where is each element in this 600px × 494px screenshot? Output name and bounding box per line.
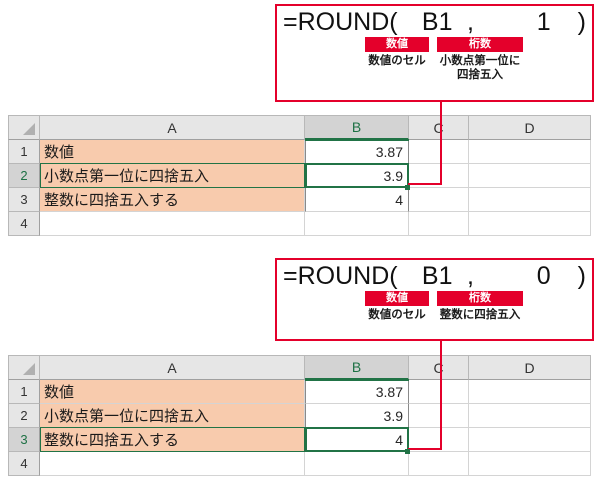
- column-header-d[interactable]: D: [469, 115, 591, 140]
- cell-d3[interactable]: [469, 428, 591, 452]
- row-header-3[interactable]: 3: [8, 428, 40, 452]
- formula-comma: ,: [467, 8, 474, 36]
- cell-d1[interactable]: [469, 380, 591, 404]
- cell-a2[interactable]: 小数点第一位に四捨五入: [40, 164, 305, 188]
- table-row: 1 数値 3.87: [8, 380, 592, 404]
- cell-c2[interactable]: [409, 404, 469, 428]
- row-header-1[interactable]: 1: [8, 380, 40, 404]
- arg-tag-value: 数値: [365, 291, 429, 307]
- table-row: 2 小数点第一位に四捨五入 3.9: [8, 164, 592, 188]
- formula-close-paren: ): [577, 8, 586, 36]
- leader-line-1-vertical: [440, 102, 442, 185]
- arg-tag-digits: 桁数: [437, 37, 523, 53]
- column-header-a[interactable]: A: [40, 115, 305, 140]
- cell-d4[interactable]: [469, 452, 591, 476]
- column-header-d[interactable]: D: [469, 355, 591, 380]
- column-header-b[interactable]: B: [305, 115, 409, 140]
- formula-function-name: =ROUND(: [283, 8, 398, 36]
- leader-line-2-vertical: [440, 341, 442, 450]
- cell-b2[interactable]: 3.9: [305, 404, 409, 428]
- column-header-a[interactable]: A: [40, 355, 305, 380]
- cell-d2[interactable]: [469, 404, 591, 428]
- formula-function-name: =ROUND(: [283, 262, 398, 290]
- arg-desc-digits: 整数に四捨五入: [439, 309, 521, 322]
- cell-b3[interactable]: 4: [305, 428, 409, 452]
- cell-c3[interactable]: [409, 188, 469, 212]
- cell-c1[interactable]: [409, 380, 469, 404]
- formula-expression-2: =ROUND( B1 , 0 ): [277, 260, 592, 290]
- corner-triangle-icon: [23, 123, 35, 135]
- column-header-row: A B C D: [8, 355, 592, 380]
- arg-tag-value: 数値: [365, 37, 429, 53]
- cell-d3[interactable]: [469, 188, 591, 212]
- formula-callout-1: =ROUND( B1 , 1 ) 数値 桁数 数値のセル 小数点第一位に 四捨五…: [275, 4, 594, 102]
- leader-line-2-horizontal: [408, 448, 442, 450]
- formula-comma: ,: [467, 262, 474, 290]
- formula-arg-tags-2: 数値 桁数: [277, 291, 592, 307]
- table-row: 2 小数点第一位に四捨五入 3.9: [8, 404, 592, 428]
- row-header-3[interactable]: 3: [8, 188, 40, 212]
- column-header-row: A B C D: [8, 115, 592, 140]
- formula-expression-1: =ROUND( B1 , 1 ): [277, 6, 592, 36]
- cell-c1[interactable]: [409, 140, 469, 164]
- cell-a2[interactable]: 小数点第一位に四捨五入: [40, 404, 305, 428]
- column-header-c[interactable]: C: [409, 115, 469, 140]
- formula-callout-2: =ROUND( B1 , 0 ) 数値 桁数 数値のセル 整数に四捨五入: [275, 258, 594, 341]
- formula-arg-value: B1: [421, 8, 453, 36]
- corner-triangle-icon: [23, 363, 35, 375]
- column-b-top-rule-1: [305, 139, 409, 141]
- row-header-4[interactable]: 4: [8, 452, 40, 476]
- formula-arg-tags-1: 数値 桁数: [277, 37, 592, 53]
- column-header-c[interactable]: C: [409, 355, 469, 380]
- cell-a3[interactable]: 整数に四捨五入する: [40, 188, 305, 212]
- cell-c4[interactable]: [409, 452, 469, 476]
- cell-b1[interactable]: 3.87: [305, 140, 409, 164]
- cell-a1[interactable]: 数値: [40, 140, 305, 164]
- row-header-4[interactable]: 4: [8, 212, 40, 236]
- row-header-2[interactable]: 2: [8, 404, 40, 428]
- formula-arg-descriptions-1: 数値のセル 小数点第一位に 四捨五入: [277, 54, 592, 82]
- cell-b3[interactable]: 4: [305, 188, 409, 212]
- selection-fill-handle-1[interactable]: [405, 185, 410, 190]
- table-row: 1 数値 3.87: [8, 140, 592, 164]
- formula-arg-descriptions-2: 数値のセル 整数に四捨五入: [277, 308, 592, 322]
- table-row: 3 整数に四捨五入する 4: [8, 188, 592, 212]
- cell-b1[interactable]: 3.87: [305, 380, 409, 404]
- arg-desc-value: 数値のセル: [368, 55, 426, 68]
- cell-b4[interactable]: [305, 452, 409, 476]
- cell-a3[interactable]: 整数に四捨五入する: [40, 428, 305, 452]
- cell-d1[interactable]: [469, 140, 591, 164]
- table-row: 4: [8, 212, 592, 236]
- formula-arg-digits: 1: [536, 8, 551, 36]
- cell-d4[interactable]: [469, 212, 591, 236]
- arg-tag-digits: 桁数: [437, 291, 523, 307]
- spreadsheet-2[interactable]: A B C D 1 数値 3.87 2 小数点第一位に四捨五入 3.9 3 整数…: [8, 355, 592, 476]
- cell-b2[interactable]: 3.9: [305, 164, 409, 188]
- formula-close-paren: ): [577, 262, 586, 290]
- formula-arg-digits: 0: [536, 262, 551, 290]
- spreadsheet-1[interactable]: A B C D 1 数値 3.87 2 小数点第一位に四捨五入 3.9 3 整数…: [8, 115, 592, 236]
- select-all-corner[interactable]: [8, 115, 40, 140]
- arg-desc-digits: 小数点第一位に 四捨五入: [439, 55, 521, 82]
- table-row: 3 整数に四捨五入する 4: [8, 428, 592, 452]
- arg-desc-value: 数値のセル: [368, 309, 426, 322]
- formula-arg-value: B1: [421, 262, 453, 290]
- cell-b4[interactable]: [305, 212, 409, 236]
- column-header-b[interactable]: B: [305, 355, 409, 380]
- column-b-top-rule-2: [305, 379, 409, 381]
- select-all-corner[interactable]: [8, 355, 40, 380]
- row-header-2[interactable]: 2: [8, 164, 40, 188]
- cell-c4[interactable]: [409, 212, 469, 236]
- cell-a4[interactable]: [40, 452, 305, 476]
- cell-d2[interactable]: [469, 164, 591, 188]
- table-row: 4: [8, 452, 592, 476]
- cell-a1[interactable]: 数値: [40, 380, 305, 404]
- selection-fill-handle-2[interactable]: [405, 449, 410, 454]
- cell-a4[interactable]: [40, 212, 305, 236]
- row-header-1[interactable]: 1: [8, 140, 40, 164]
- leader-line-1-horizontal: [408, 183, 442, 185]
